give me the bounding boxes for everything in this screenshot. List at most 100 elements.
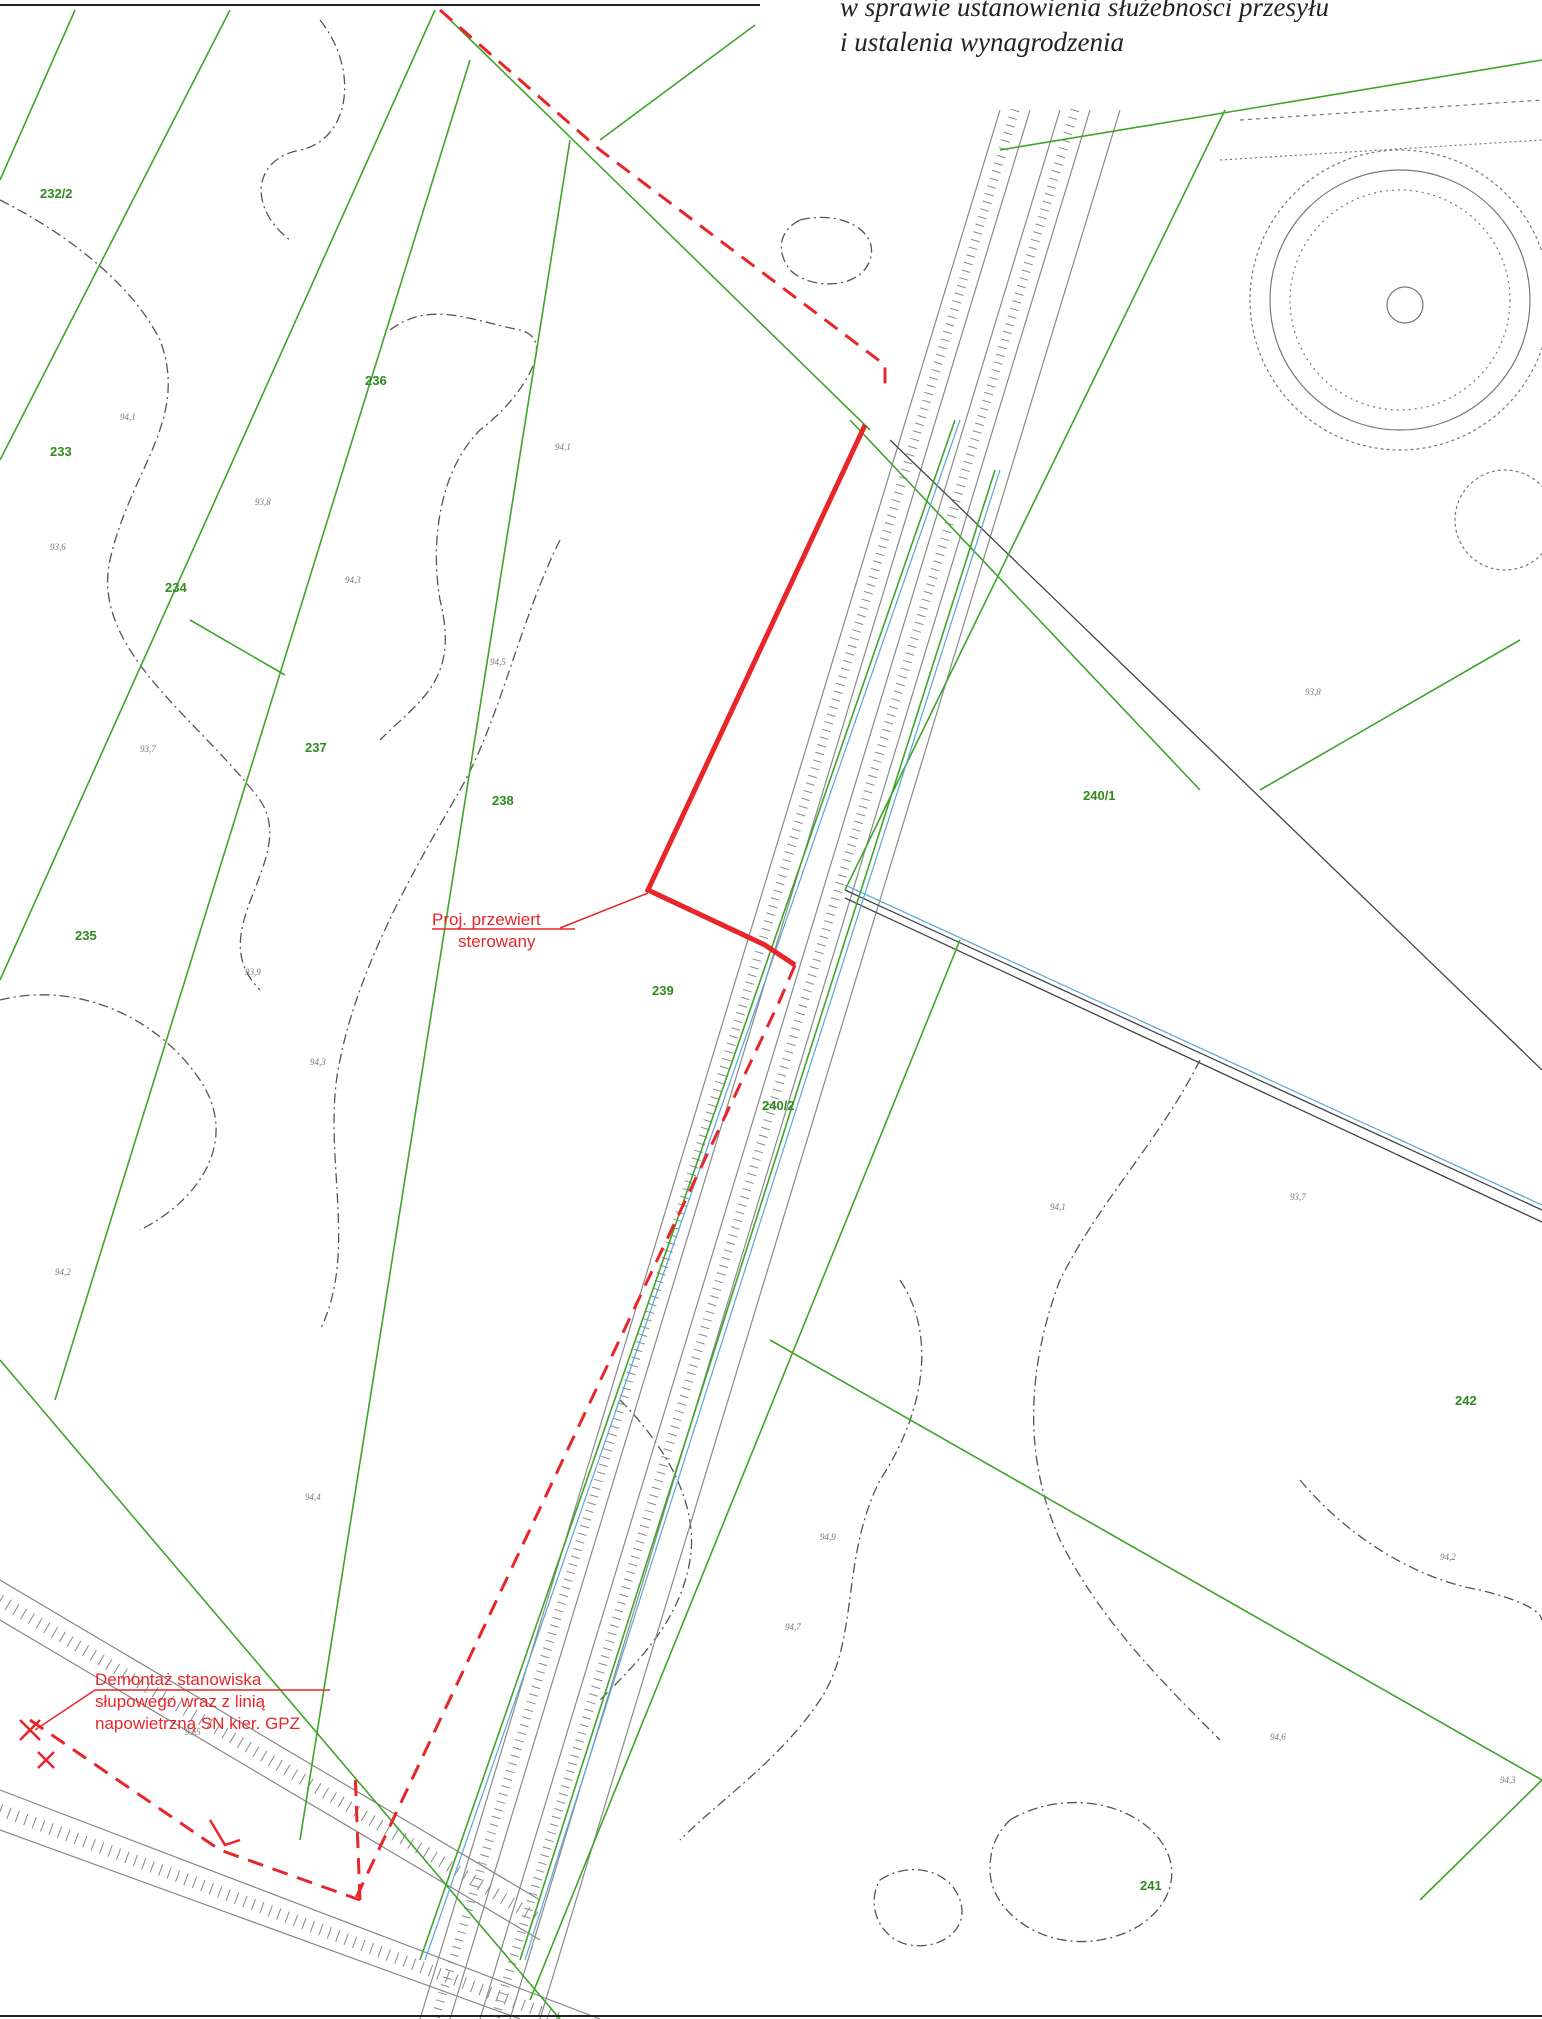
parcel-boundary	[1259, 639, 1521, 791]
demolition-label-line-1: Demontaż stanowiska	[95, 1670, 262, 1689]
parcel-label-236: 236	[365, 373, 387, 388]
rail-track-line	[0, 1789, 601, 2019]
spot-elevation: 94,1	[555, 442, 571, 452]
cross-marker-icon	[37, 1751, 55, 1769]
cable-route-segment	[29, 1718, 361, 1902]
drill-label-leader	[559, 892, 649, 929]
circular-structure	[1219, 99, 1542, 571]
contour-line	[989, 1802, 1173, 1943]
contour-line	[260, 19, 346, 241]
spot-elevation: 93,7	[140, 744, 156, 754]
spot-elevation: 94,3	[1500, 1775, 1516, 1785]
parcel-boundary	[769, 1339, 1542, 1781]
contour-line	[1032, 1059, 1221, 1741]
parcel-boundary	[299, 139, 571, 1841]
parcel-label-240-2: 240/2	[762, 1098, 795, 1113]
parcel-label-232-2: 232/2	[40, 186, 73, 201]
spot-elevation: 94,3	[310, 1057, 326, 1067]
demolition-label-line-3: napowietrzną SN kier. GPZ	[95, 1714, 300, 1733]
rail-track-line	[509, 109, 1091, 2019]
spot-elevation: 94,4	[305, 1492, 321, 1502]
leader-line	[34, 1689, 96, 1731]
contour-line	[599, 1399, 693, 1701]
rail-sleepers	[0, 1804, 563, 2019]
parcel-label-240-1: 240/1	[1083, 788, 1116, 803]
parcel-boundary	[599, 24, 756, 141]
cable-route-segment	[439, 8, 887, 390]
rail-track-line	[419, 109, 1001, 2019]
spot-elevation: 93,9	[245, 967, 261, 977]
spot-elevation: 93,8	[255, 497, 271, 507]
spot-elevation: 93,6	[50, 542, 66, 552]
header-line-2: i ustalenia wynagrodzenia	[840, 27, 1124, 57]
contour-line	[0, 994, 217, 1231]
contour-line	[319, 539, 561, 1331]
rail-track-line	[0, 1619, 541, 1941]
rail-track-line	[449, 109, 1031, 2019]
parcel-boundary	[519, 469, 996, 1961]
parcel-label-242: 242	[1455, 1393, 1477, 1408]
spot-elevation: 94,6	[1270, 1732, 1286, 1742]
spot-elevation: 94,7	[785, 1622, 801, 1632]
spot-elevation: 94,2	[55, 1267, 71, 1277]
drill-label-line-2: sterowany	[458, 932, 536, 951]
spot-elevation: 93,7	[1290, 1192, 1306, 1202]
cross-marker-icon	[19, 1719, 41, 1741]
rail-sleepers	[490, 108, 1080, 2019]
spot-elevation: 94,1	[1050, 1202, 1066, 1212]
parcel-label-241: 241	[1140, 1878, 1162, 1893]
parcel-label-234: 234	[165, 580, 187, 595]
contour-lines	[0, 19, 1542, 1947]
parcel-label-239: 239	[652, 983, 674, 998]
pole-marker-icon	[208, 1819, 241, 1847]
rail-siding	[0, 1579, 601, 2019]
road-edge	[844, 897, 1542, 1223]
parcel-boundary	[189, 619, 286, 676]
spot-elevation: 94,3	[345, 575, 361, 585]
parcel-label-233: 233	[50, 444, 72, 459]
road-edge	[844, 889, 1542, 1211]
parcel-boundary	[1419, 1779, 1542, 1901]
cable-route-dashed	[29, 8, 887, 1902]
parcel-boundary	[0, 9, 231, 461]
drill-route-line	[644, 423, 868, 968]
document-header: w sprawie ustanowienia służebności przes…	[840, 0, 1540, 60]
parcel-boundary	[0, 9, 76, 181]
header-line-1: w sprawie ustanowienia służebności przes…	[840, 0, 1330, 22]
rail-track-line	[479, 109, 1061, 2019]
parcel-boundary	[849, 419, 1201, 791]
rail-sleepers	[0, 1594, 544, 1926]
demolition-markers	[19, 1689, 241, 1847]
spot-elevation: 94,2	[1440, 1552, 1456, 1562]
demolition-label-line-2: słupowego wraz z linią	[95, 1692, 266, 1711]
road-lines	[844, 439, 1542, 1223]
parcel-label-235: 235	[75, 928, 97, 943]
contour-line	[379, 313, 538, 741]
spot-elevation: 94,9	[820, 1532, 836, 1542]
parcel-label-238: 238	[492, 793, 514, 808]
contour-line	[873, 1868, 963, 1947]
spot-elevation: 93,8	[1305, 687, 1321, 697]
parcel-boundary	[54, 59, 471, 1401]
parcel-boundaries	[0, 9, 1542, 2019]
parcel-boundary	[529, 939, 961, 2001]
rail-track-line	[539, 109, 1121, 2019]
directional-drill-route	[644, 423, 868, 968]
spot-elevation: 93,5	[185, 1727, 201, 1737]
parcel-boundary	[439, 9, 871, 431]
parcel-label-237: 237	[305, 740, 327, 755]
cable-route-segment	[353, 1769, 362, 1901]
spot-elevation: 94,1	[120, 412, 136, 422]
road-edge	[889, 439, 1542, 1071]
contour-line	[780, 216, 873, 285]
blue-boundaries	[424, 419, 1542, 1961]
drill-label-line-1: Proj. przewiert	[432, 910, 541, 929]
rail-track-line	[0, 1579, 541, 1901]
contour-line	[0, 199, 271, 991]
spot-elevation: 94,5	[490, 657, 506, 667]
parcel-boundary	[844, 109, 1226, 891]
parcel-boundary	[999, 59, 1542, 151]
railway-corridor	[419, 108, 1121, 2019]
rail-sleepers	[430, 108, 1020, 2019]
